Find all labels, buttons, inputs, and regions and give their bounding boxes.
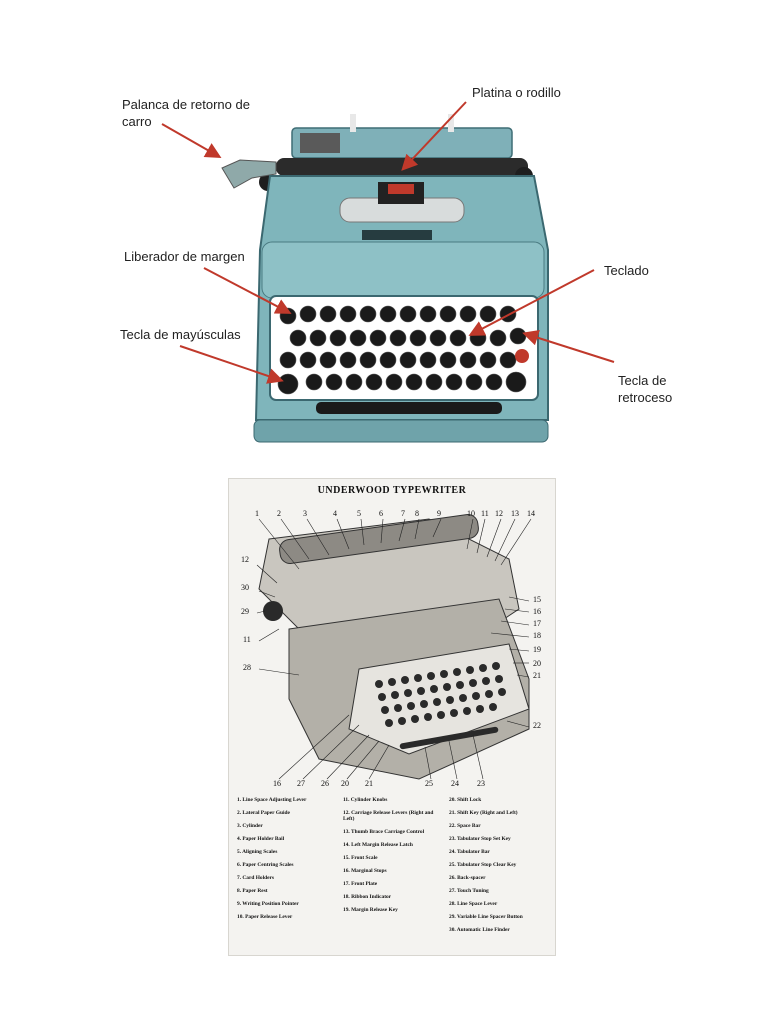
- callout-number: 22: [533, 721, 541, 730]
- callout-number: 16: [533, 607, 541, 616]
- callout-number: 4: [333, 509, 337, 518]
- callout-number: 6: [379, 509, 383, 518]
- legend-item: 9. Writing Position Pointer: [237, 901, 299, 907]
- callout-number: 14: [527, 509, 535, 518]
- callout-number: 10: [467, 509, 475, 518]
- legend-column-3: 20. Shift Lock 21. Shift Key (Right and …: [449, 797, 549, 940]
- label-platen: Platina o rodillo: [472, 85, 561, 100]
- callout-number: 16: [273, 779, 281, 788]
- underwood-illustration: [256, 513, 532, 780]
- legend-item: 19. Margin Release Key: [343, 907, 398, 914]
- legend-item: 3. Cylinder: [237, 823, 263, 829]
- callout-number: 11: [481, 509, 489, 518]
- legend-item: 29. Variable Line Spacer Button: [449, 914, 523, 920]
- arrow-platen: [401, 101, 467, 171]
- legend-item: 20. Shift Lock: [449, 797, 482, 803]
- arrow-carriage-return: [161, 123, 222, 158]
- label-keyboard: Teclado: [604, 263, 649, 278]
- legend-item: 25. Tabulator Stop Clear Key: [449, 862, 517, 868]
- callout-number: 20: [341, 779, 349, 788]
- legend-item: 23. Tabulator Stop Set Key: [449, 836, 511, 842]
- legend-item: 14. Left Margin Release Latch: [343, 842, 413, 849]
- legend-column-2: 11. Cylinder Knobs 12. Carriage Release …: [343, 797, 443, 920]
- legend-item: 22. Space Bar: [449, 823, 481, 829]
- callout-number: 12: [241, 555, 249, 564]
- legend-item: 5. Aligning Scales: [237, 849, 278, 855]
- legend-item: 2. Lateral Paper Guide: [237, 810, 290, 816]
- callout-number: 24: [451, 779, 459, 788]
- legend-item: 1. Line Space Adjusting Lever: [237, 797, 307, 803]
- callout-number: 25: [425, 779, 433, 788]
- legend-item: 6. Paper Centring Scales: [237, 862, 294, 868]
- legend-item: 8. Paper Rest: [237, 888, 268, 894]
- legend-item: 13. Thumb Brace Carriage Control: [343, 829, 425, 836]
- underwood-title: UNDERWOOD TYPEWRITER: [317, 485, 467, 496]
- legend-item: 28. Line Space Lever: [449, 901, 498, 907]
- label-margin-release: Liberador de margen: [124, 249, 245, 264]
- label-carriage-return: Palanca de retorno de carro: [122, 97, 250, 129]
- callout-number: 9: [437, 509, 441, 518]
- legend-item: 4. Paper Holder Bail: [237, 836, 285, 842]
- legend-item: 18. Ribbon Indicator: [343, 894, 392, 901]
- callout-number: 23: [477, 779, 485, 788]
- callout-number: 28: [243, 663, 251, 672]
- arrow-margin-release: [203, 267, 292, 314]
- callout-number: 1: [255, 509, 259, 518]
- callout-number: 5: [357, 509, 361, 518]
- label-shift-key: Tecla de mayúsculas: [120, 327, 241, 342]
- arrow-shift-key: [179, 345, 284, 384]
- legend-item: 12. Carriage Release Levers (Right and L…: [343, 810, 434, 823]
- callout-number: 26: [321, 779, 329, 788]
- arrow-backspace: [522, 330, 615, 363]
- legend-item: 17. Front Plate: [343, 881, 378, 888]
- callout-number: 11: [243, 635, 251, 644]
- legend-item: 15. Front Scale: [343, 855, 378, 862]
- teal-typewriter-diagram: [161, 101, 615, 443]
- callout-number: 12: [495, 509, 503, 518]
- callout-number: 3: [303, 509, 307, 518]
- legend-item: 21. Shift Key (Right and Left): [449, 810, 518, 816]
- legend-item: 26. Back-spacer: [449, 875, 486, 881]
- callout-number: 18: [533, 631, 541, 640]
- callout-number: 29: [241, 607, 249, 616]
- legend-item: 7. Card Holders: [237, 875, 274, 881]
- callout-number: 7: [401, 509, 405, 518]
- callout-number: 2: [277, 509, 281, 518]
- legend-item: 11. Cylinder Knobs: [343, 797, 388, 803]
- legend-column-1: 1. Line Space Adjusting Lever 2. Lateral…: [237, 797, 337, 927]
- callout-number: 27: [297, 779, 305, 788]
- legend-item: 10. Paper Release Lever: [237, 914, 293, 920]
- arrow-keyboard: [468, 269, 595, 336]
- callout-number: 19: [533, 645, 541, 654]
- legend-item: 30. Automatic Line Finder: [449, 927, 510, 933]
- legend-item: 16. Marginal Stops: [343, 868, 387, 875]
- legend-item: 27. Touch Tuning: [449, 888, 489, 894]
- callout-number: 13: [511, 509, 519, 518]
- callout-number: 21: [365, 779, 373, 788]
- callout-number: 8: [415, 509, 419, 518]
- typewriter-illustration: [221, 114, 549, 443]
- callout-number: 30: [241, 583, 249, 592]
- label-backspace: Tecla de retroceso: [618, 373, 673, 405]
- callout-number: 15: [533, 595, 541, 604]
- legend-item: 24. Tabulator Bar: [449, 849, 490, 855]
- underwood-diagram: UNDERWOOD TYPEWRITER: [228, 478, 556, 956]
- callout-number: 17: [533, 619, 541, 628]
- callout-number: 20: [533, 659, 541, 668]
- callout-number: 21: [533, 671, 541, 680]
